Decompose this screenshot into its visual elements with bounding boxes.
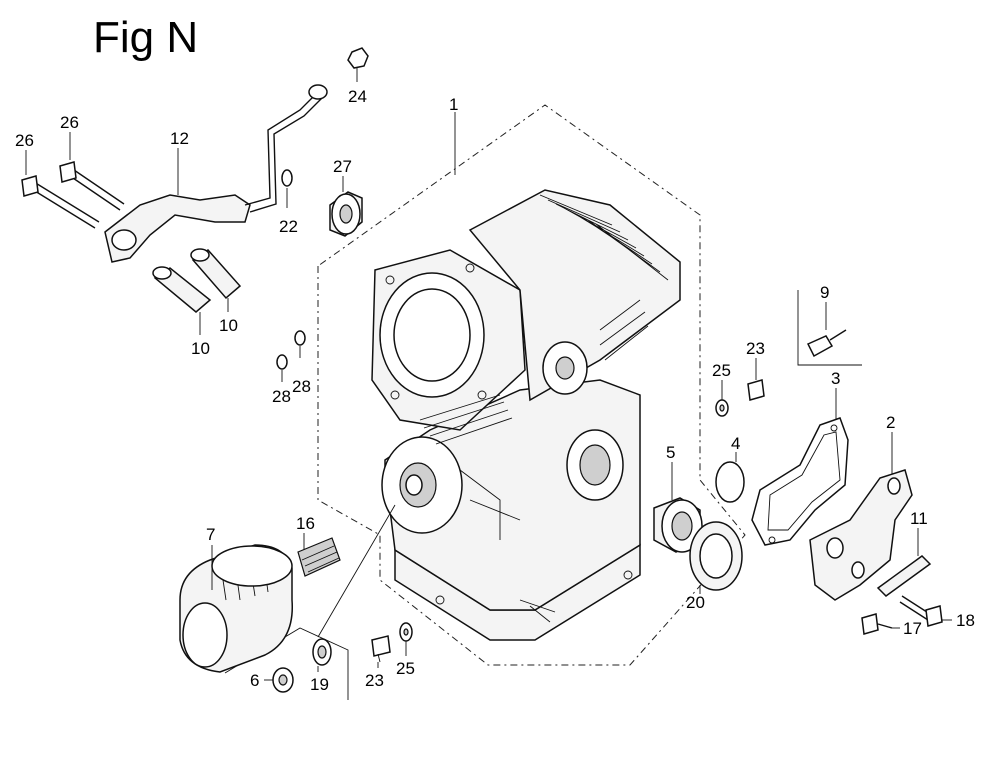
label-24: 24 — [348, 87, 367, 106]
bracket-9 — [797, 290, 862, 366]
oil-pipe — [104, 84, 328, 263]
label-10a: 10 — [191, 339, 210, 358]
label-20: 20 — [686, 593, 705, 612]
oil-filter — [179, 544, 294, 673]
label-28a: 28 — [272, 387, 291, 406]
washer-22 — [281, 169, 293, 187]
label-19: 19 — [310, 675, 329, 694]
label-25-lower: 25 — [396, 659, 415, 678]
label-22: 22 — [279, 217, 298, 236]
label-12: 12 — [170, 129, 189, 148]
crankcase — [371, 189, 681, 641]
label-10b: 10 — [219, 316, 238, 335]
washer-upper — [715, 399, 729, 417]
washer-28b — [294, 330, 306, 346]
label-6: 6 — [250, 671, 259, 690]
label-26b: 26 — [60, 113, 79, 132]
label-9: 9 — [820, 283, 829, 302]
bearing-5 — [653, 497, 703, 553]
label-1: 1 — [449, 95, 458, 114]
figure-title: Fig N — [93, 13, 198, 62]
assembly-boundary — [317, 104, 746, 666]
sealing-washer — [312, 638, 332, 666]
label-23-lower: 23 — [365, 671, 384, 690]
o-ring — [715, 461, 745, 503]
bearing-27 — [329, 191, 363, 237]
dowel-pin-b — [190, 248, 242, 300]
side-cover — [809, 469, 913, 601]
label-16: 16 — [296, 514, 315, 533]
drain-bolt — [272, 667, 294, 693]
nut-24 — [347, 47, 369, 69]
label-3: 3 — [831, 369, 840, 388]
pin-11 — [876, 555, 932, 597]
bolt-lower — [371, 635, 391, 663]
bolt-upper — [747, 379, 765, 401]
label-26a: 26 — [15, 131, 34, 150]
bolt-26a — [21, 175, 100, 229]
bolt-26b — [59, 161, 125, 211]
oil-seal — [689, 521, 743, 591]
label-4: 4 — [731, 434, 740, 453]
leader-oil-filter-boss — [317, 504, 396, 638]
label-23-upper: 23 — [746, 339, 765, 358]
oil-pressure-switch — [806, 329, 847, 358]
pipe-nipple — [297, 537, 341, 577]
label-2: 2 — [886, 413, 895, 432]
washer-lower — [399, 622, 413, 642]
gasket — [751, 417, 849, 546]
label-28b: 28 — [292, 377, 311, 396]
label-18: 18 — [956, 611, 975, 630]
label-11: 11 — [910, 509, 928, 528]
bolt-17 — [861, 613, 893, 635]
label-5: 5 — [666, 443, 675, 462]
dowel-pin-a — [152, 266, 212, 313]
label-25-upper: 25 — [712, 361, 731, 380]
label-17: 17 — [903, 619, 922, 638]
label-27: 27 — [333, 157, 352, 176]
washer-28a — [276, 354, 288, 370]
label-7: 7 — [206, 525, 215, 544]
bolt-18 — [899, 595, 943, 627]
